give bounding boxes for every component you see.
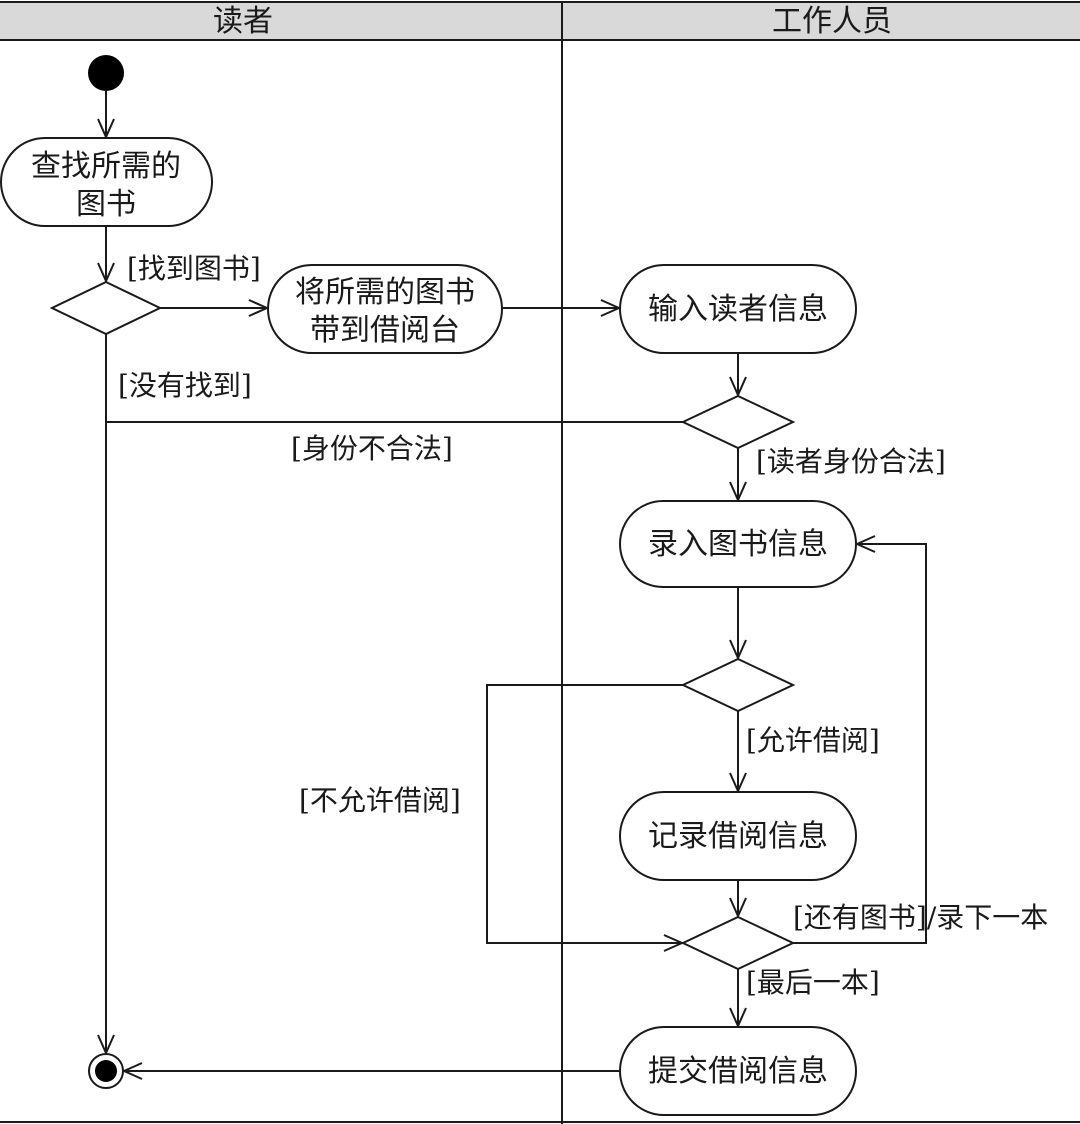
- activity-submit-borrow: 提交借阅信息: [619, 1026, 857, 1116]
- guard-more-books: [还有图书]/录下一本: [793, 901, 1048, 934]
- guard-not-allowed: [不允许借阅]: [299, 784, 461, 817]
- guard-identity-invalid: [身份不合法]: [291, 432, 453, 465]
- guard-last-book: [最后一本]: [746, 966, 880, 999]
- activity-enter-book-label: 录入图书信息: [648, 527, 828, 562]
- decision-found: [49, 280, 163, 336]
- activity-input-reader: 输入读者信息: [619, 264, 857, 354]
- guard-allowed: [允许借阅]: [746, 724, 880, 757]
- lane-title-staff: 工作人员: [772, 4, 892, 39]
- decision-more-books: [680, 915, 796, 971]
- activity-record-borrow-label: 记录借阅信息: [648, 819, 828, 854]
- activity-bring-to-desk-line1: 将所需的图书: [295, 275, 475, 310]
- activity-record-borrow: 记录借阅信息: [619, 791, 857, 881]
- activity-enter-book: 录入图书信息: [619, 500, 857, 588]
- activity-bring-to-desk-line2: 带到借阅台: [310, 313, 460, 348]
- activity-find-book: 查找所需的 图书: [0, 137, 213, 227]
- guard-identity-valid: [读者身份合法]: [756, 445, 946, 478]
- activity-find-book-line2: 图书: [76, 187, 136, 222]
- activity-bring-to-desk: 将所需的图书 带到借阅台: [267, 264, 503, 354]
- decision-identity: [680, 394, 796, 450]
- guard-not-found: [没有找到]: [118, 369, 252, 402]
- activity-input-reader-label: 输入读者信息: [648, 292, 828, 327]
- activity-submit-borrow-label: 提交借阅信息: [648, 1054, 828, 1089]
- initial-node: [88, 55, 124, 91]
- final-node: [88, 1053, 124, 1089]
- activity-find-book-line1: 查找所需的: [31, 149, 181, 184]
- guard-found: [找到图书]: [127, 252, 261, 285]
- control-flows: [106, 91, 927, 1071]
- decision-allowed: [680, 657, 796, 713]
- lane-title-reader: 读者: [213, 4, 273, 39]
